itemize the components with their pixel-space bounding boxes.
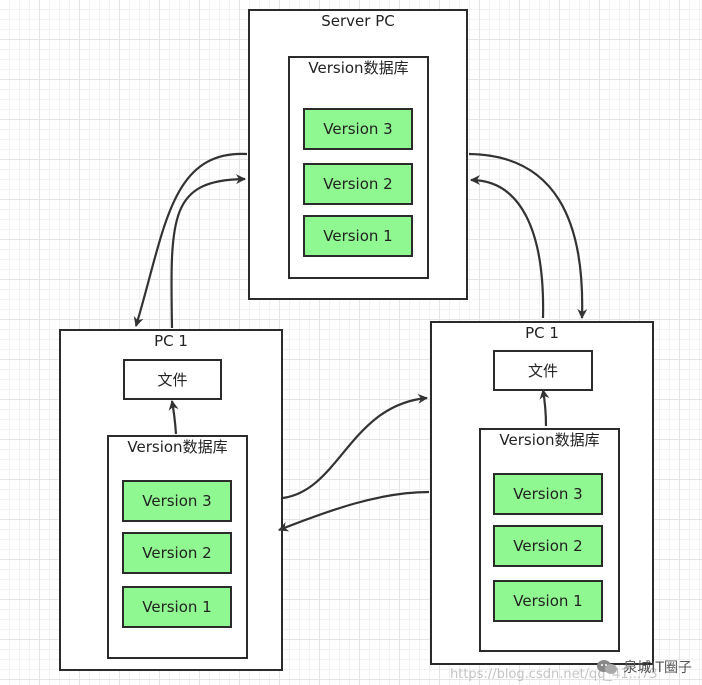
arrow-server-to-left-pc	[133, 152, 248, 327]
server-version-3: Version 3	[303, 108, 413, 150]
server-pc-box: Server PC Version数据库 Version 3 Version 2…	[248, 9, 468, 300]
right-version-2: Version 2	[493, 525, 603, 567]
arrow-server-to-right-pc	[468, 152, 588, 319]
watermark-brand-text: 泉城IT圈子	[623, 660, 692, 676]
server-db-title: Version数据库	[308, 59, 409, 77]
arrow-right-pc-to-left-pc	[278, 490, 430, 532]
right-pc-box: PC 1 文件 Version数据库 Version 3 Version 2 V…	[430, 321, 654, 665]
right-pc-title: PC 1	[525, 324, 559, 342]
left-pc-title: PC 1	[154, 332, 188, 350]
left-version-3: Version 3	[122, 480, 232, 522]
server-pc-title: Server PC	[321, 12, 395, 30]
arrow-right-pc-to-server	[470, 175, 545, 319]
right-version-1: Version 1	[493, 580, 603, 622]
right-version-db: Version数据库 Version 3 Version 2 Version 1	[479, 428, 620, 652]
arrow-left-pc-to-server	[170, 174, 246, 329]
arrow-left-pc-to-right-pc	[282, 393, 428, 500]
right-version-3: Version 3	[493, 473, 603, 515]
right-file-box: 文件	[493, 350, 593, 391]
server-version-db: Version数据库 Version 3 Version 2 Version 1	[288, 56, 429, 279]
left-file-box: 文件	[123, 359, 222, 400]
left-db-title: Version数据库	[127, 438, 228, 456]
wechat-icon	[596, 659, 618, 675]
left-pc-box: PC 1 文件 Version数据库 Version 3 Version 2 V…	[59, 329, 283, 671]
right-db-title: Version数据库	[499, 431, 600, 449]
watermark-brand: 泉城IT圈子	[596, 657, 692, 677]
left-version-1: Version 1	[122, 586, 232, 628]
left-version-db: Version数据库 Version 3 Version 2 Version 1	[107, 435, 248, 659]
server-version-1: Version 1	[303, 215, 413, 257]
server-version-2: Version 2	[303, 163, 413, 205]
left-version-2: Version 2	[122, 532, 232, 574]
